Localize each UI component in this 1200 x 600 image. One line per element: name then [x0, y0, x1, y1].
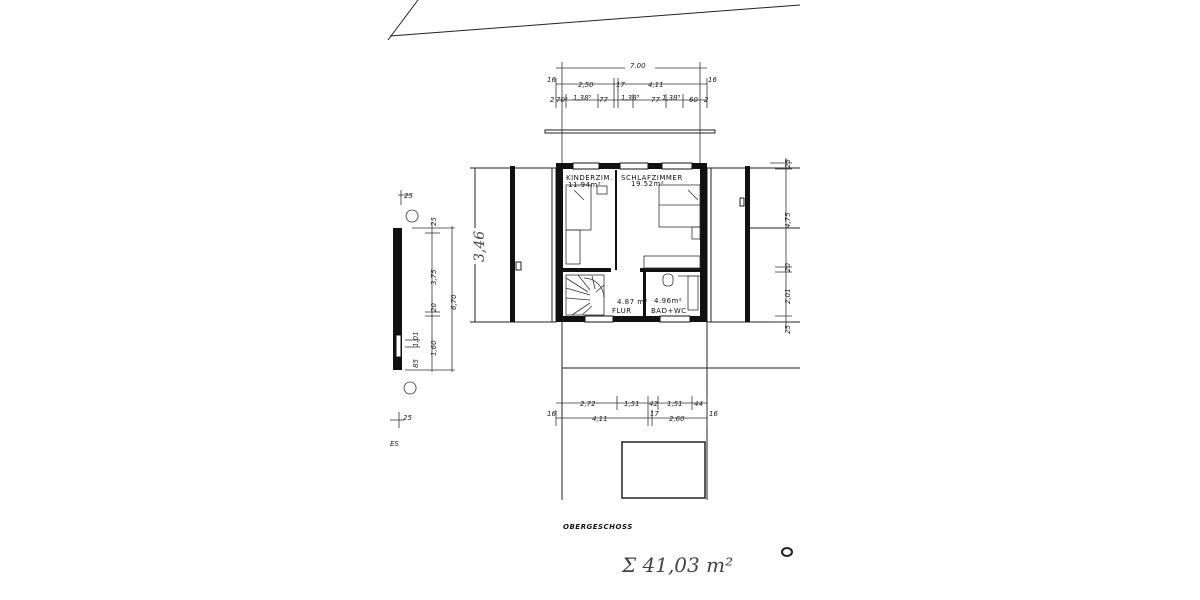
dim-label: 1,38⁵: [573, 94, 592, 102]
dim-label: 2,01: [784, 288, 792, 304]
dim-label: 70⁵: [556, 96, 568, 104]
dim-label: 17: [650, 410, 659, 418]
dim-label: 1,60: [430, 340, 438, 356]
dim-label: 25: [784, 325, 792, 334]
dim-label: 2: [550, 96, 555, 104]
sheet-corner-line: [387, 0, 419, 41]
dim-label: 60: [689, 96, 698, 104]
dim-label: 42: [649, 400, 658, 408]
dim-label: 25: [430, 217, 438, 226]
roof-edge: [544, 129, 716, 134]
dim-label: 2,50: [578, 81, 594, 89]
dim-label: 1,38⁵: [621, 94, 640, 102]
dim-label: 2: [704, 96, 709, 104]
dim-label: 4,75: [784, 212, 792, 228]
sheet-edge-line: [389, 4, 801, 37]
dim-label: 2,72: [580, 400, 596, 408]
dim-label: 16: [547, 76, 556, 84]
room-name-kinderzimmer: KINDERZIM.: [566, 174, 613, 182]
dim-label: ES: [390, 440, 399, 448]
garden-outline: [561, 322, 800, 500]
dim-label: 1,51: [667, 400, 683, 408]
total-area: Σ 41,03 m²: [621, 553, 733, 577]
dim-label: 1,01: [412, 331, 420, 347]
dim-label: 25: [784, 159, 792, 168]
dim-label: 4,11: [592, 415, 608, 423]
dim-label: 77: [599, 96, 608, 104]
room-name-flur: FLUR: [612, 307, 632, 315]
room-name-schlafzimmer: SCHLAFZIMMER: [621, 174, 683, 182]
neighbor-house-right: [706, 166, 800, 323]
dim-label: 25: [403, 414, 412, 422]
room-area-schlafzimmer: 19.52m²: [631, 180, 664, 188]
dim-label: 20: [430, 303, 438, 312]
dim-label: 16: [708, 76, 717, 84]
room-name-bad: BAD+WC: [651, 307, 687, 315]
dim-label: 16: [547, 410, 556, 418]
dim-label: 6,70: [450, 294, 458, 310]
room-area-bad: 4.96m²: [654, 297, 682, 305]
staircase: [565, 274, 605, 316]
dim-label: 85: [412, 359, 420, 368]
left-dimensions: 25 25 3,75 20 1,60 6,70 85 1,01 25 ES: [390, 190, 458, 448]
top-dimensions: 7.00 16 2,50 17 4,11 16 2 70⁵ 1,38⁵ 77 1…: [547, 61, 717, 165]
furniture: [565, 184, 701, 311]
room-area-kinderzimmer: 11.94m²: [568, 181, 601, 189]
dim-handwritten: 3,46: [472, 231, 488, 262]
bottom-dimensions: 2,72 1,51 42 1,51 44 16 4,11 17 2,60 16: [547, 396, 718, 426]
dim-label: 44: [694, 400, 703, 408]
dim-label: 20: [784, 263, 792, 272]
dim-label: 1,38⁵: [662, 94, 681, 102]
main-unit-walls: [556, 162, 707, 323]
dim-label: 3,75: [430, 269, 438, 285]
dim-label: 25: [404, 192, 413, 200]
dim-label: 77: [651, 96, 660, 104]
dim-label: 2,60: [669, 415, 685, 423]
circle-mark: [781, 547, 793, 557]
dim-overall: 7.00: [630, 62, 646, 70]
dim-label: 17: [616, 81, 625, 89]
dim-label: 1,51: [624, 400, 640, 408]
dim-label: 4,11: [648, 81, 664, 89]
room-area-flur: 4.87 m²: [617, 298, 648, 306]
dim-label: 16: [709, 410, 718, 418]
right-dimensions: 25 4,75 20 2,01 25: [770, 158, 792, 334]
drawing-title: OBERGESCHOSS: [563, 523, 633, 531]
